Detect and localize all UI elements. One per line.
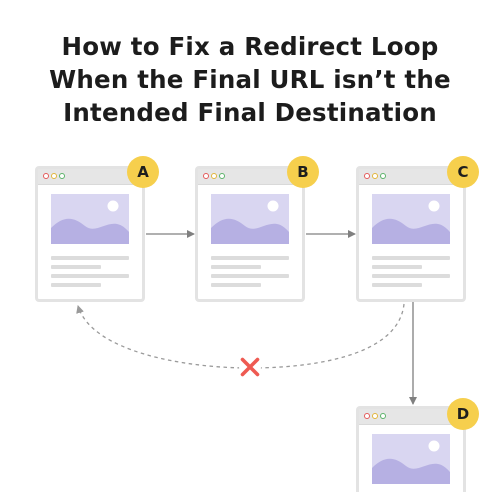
text-line: [372, 283, 422, 287]
title-line-1: How to Fix a Redirect Loop: [61, 32, 439, 61]
text-line: [211, 283, 261, 287]
text-line: [211, 265, 261, 269]
window-title-bar: [359, 409, 463, 425]
title-line-2: When the Final URL isn’t the: [49, 65, 451, 94]
image-placeholder-icon: [51, 194, 129, 244]
text-line: [372, 265, 422, 269]
text-line: [51, 256, 129, 260]
window-title-bar: [359, 169, 463, 185]
failed-loop-path: [76, 303, 405, 369]
minimize-dot-icon: [372, 413, 378, 419]
close-dot-icon: [43, 173, 49, 179]
text-line: [211, 274, 289, 278]
close-dot-icon: [203, 173, 209, 179]
text-line: [51, 283, 101, 287]
x-mark-icon: [239, 356, 261, 378]
minimize-dot-icon: [211, 173, 217, 179]
window-title-bar: [38, 169, 142, 185]
maximize-dot-icon: [380, 413, 386, 419]
text-line: [51, 265, 101, 269]
page-label-c: C: [447, 156, 479, 188]
image-placeholder-icon: [211, 194, 289, 244]
page-label-d: D: [447, 398, 479, 430]
text-line: [372, 274, 450, 278]
maximize-dot-icon: [380, 173, 386, 179]
diagram-title: How to Fix a Redirect Loop When the Fina…: [0, 30, 500, 129]
text-line: [211, 256, 289, 260]
maximize-dot-icon: [59, 173, 65, 179]
close-dot-icon: [364, 413, 370, 419]
text-line: [372, 256, 450, 260]
browser-window-b: [195, 166, 305, 302]
minimize-dot-icon: [372, 173, 378, 179]
image-placeholder-icon: [372, 194, 450, 244]
browser-window-a: [35, 166, 145, 302]
browser-window-c: [356, 166, 466, 302]
title-line-3: Intended Final Destination: [63, 98, 437, 127]
image-placeholder-icon: [372, 434, 450, 484]
page-label-b: B: [287, 156, 319, 188]
text-line: [51, 274, 129, 278]
minimize-dot-icon: [51, 173, 57, 179]
maximize-dot-icon: [219, 173, 225, 179]
page-label-a: A: [127, 156, 159, 188]
window-title-bar: [198, 169, 302, 185]
close-dot-icon: [364, 173, 370, 179]
